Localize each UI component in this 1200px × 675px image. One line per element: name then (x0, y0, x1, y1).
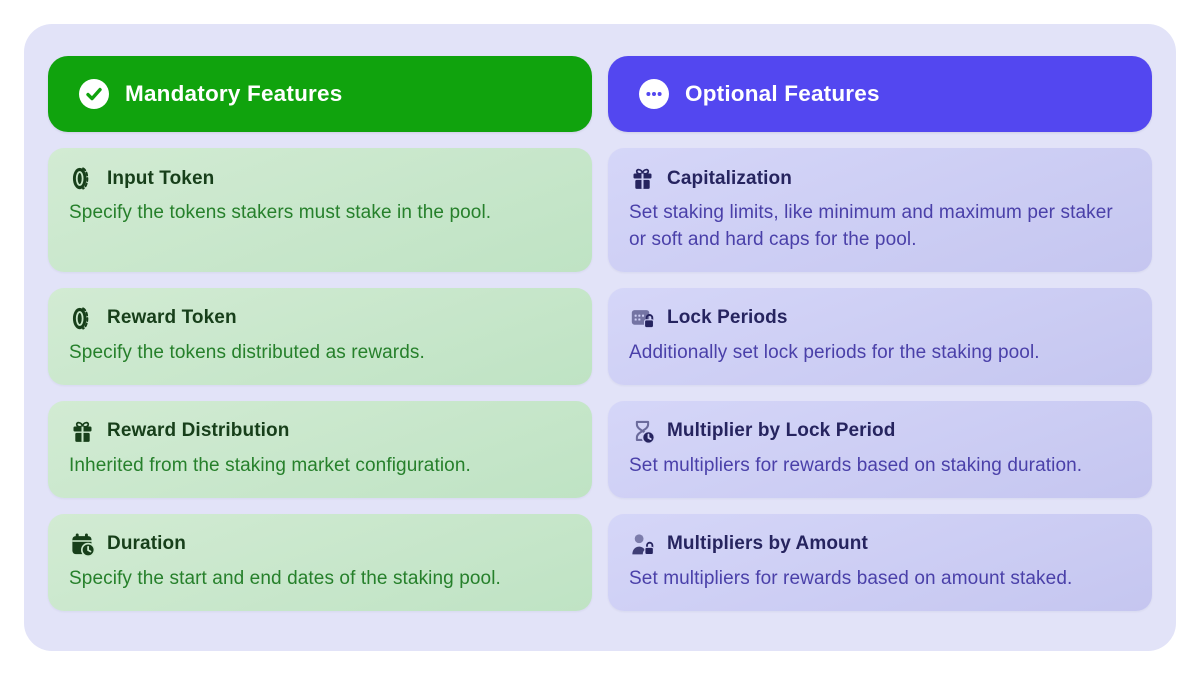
card-title: Capitalization (667, 167, 792, 189)
mandatory-header-label: Mandatory Features (125, 81, 343, 106)
card-multiplier-by-lock-period: Multiplier by Lock Period Set multiplier… (608, 400, 1152, 498)
features-panel: Mandatory Features Optional Features Inp… (24, 24, 1176, 651)
features-grid: Mandatory Features Optional Features Inp… (48, 56, 1152, 611)
card-title: Reward Token (107, 307, 237, 329)
gift-icon (73, 421, 92, 442)
gift-icon (633, 168, 652, 189)
card-description: Specify the tokens distributed as reward… (69, 341, 425, 363)
card-description: Inherited from the staking market config… (69, 454, 471, 476)
card-capitalization: Capitalization Set staking limits, like … (608, 148, 1152, 272)
coin-icon (72, 167, 89, 190)
card-title: Duration (107, 533, 186, 555)
card-multipliers-by-amount: Multipliers by Amount Set multipliers fo… (608, 513, 1152, 611)
card-title: Lock Periods (667, 307, 788, 329)
hourglass-clock-icon (635, 420, 656, 445)
mandatory-features-header: Mandatory Features (48, 56, 592, 132)
card-description: Set staking limits, like minimum and max… (629, 202, 1113, 250)
card-description: Specify the start and end dates of the s… (69, 567, 501, 589)
card-description: Set multipliers for rewards based on amo… (629, 567, 1073, 589)
card-description: Additionally set lock periods for the st… (629, 341, 1040, 363)
card-lock-periods: Lock Periods Additionally set lock perio… (608, 287, 1152, 385)
card-reward-distribution: Reward Distribution Inherited from the s… (48, 400, 592, 498)
card-reward-token: Reward Token Specify the tokens distribu… (48, 287, 592, 385)
card-input-token: Input Token Specify the tokens stakers m… (48, 148, 592, 272)
card-description: Specify the tokens stakers must stake in… (69, 202, 492, 223)
calendar-lock-icon (631, 310, 655, 329)
card-title: Input Token (107, 167, 215, 189)
card-title: Multiplier by Lock Period (667, 420, 896, 442)
person-lock-icon (632, 534, 654, 555)
card-description: Set multipliers for rewards based on sta… (629, 454, 1083, 476)
check-circle-icon (79, 79, 109, 109)
coin-icon (72, 307, 89, 330)
card-title: Multipliers by Amount (667, 533, 868, 555)
card-title: Reward Distribution (107, 420, 290, 442)
ellipsis-circle-icon (639, 79, 669, 109)
optional-features-header: Optional Features (608, 56, 1152, 132)
card-duration: Duration Specify the start and end dates… (48, 513, 592, 611)
calendar-clock-icon (72, 533, 96, 557)
optional-header-label: Optional Features (685, 81, 880, 106)
